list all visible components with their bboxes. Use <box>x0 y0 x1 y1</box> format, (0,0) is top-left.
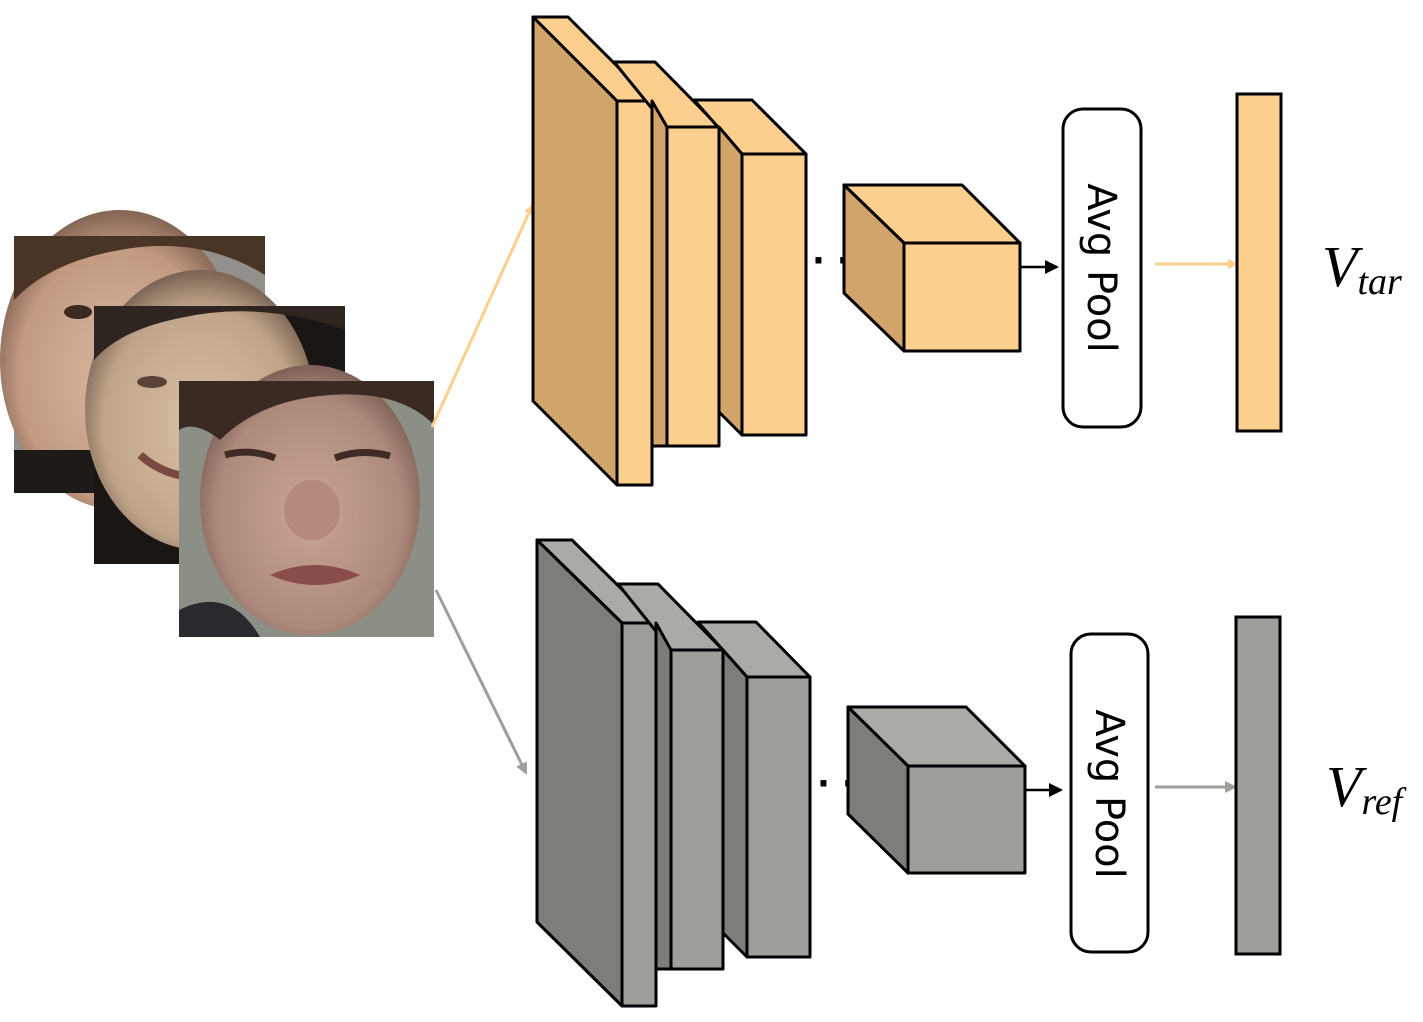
reference-feature-vector <box>1234 615 1282 956</box>
face-image-front <box>179 365 434 637</box>
face-image-middle <box>85 270 345 564</box>
reference-conv-block-2 <box>616 582 725 971</box>
target-branch-arrow <box>430 204 534 428</box>
reference-vector-label: Vref <box>1326 754 1407 823</box>
target-avg-pool-label: Avg Pool <box>1078 183 1124 353</box>
target-branch: · · · Avg Pool Vtar <box>531 15 1402 487</box>
reference-avg-pool-label: Avg Pool <box>1086 709 1132 879</box>
reference-avg-pool-box <box>1069 632 1150 954</box>
target-vector-symbol: V <box>1322 234 1364 299</box>
target-conv-block-3 <box>692 98 808 437</box>
reference-vector-subscript: ref <box>1361 781 1406 823</box>
reference-branch: · · · Avg Pool Vref <box>535 538 1407 1008</box>
target-vector-subscript: tar <box>1357 261 1402 303</box>
target-conv-block-final <box>842 183 1022 353</box>
target-conv-block-1 <box>531 15 654 487</box>
reference-conv-block-final <box>846 705 1027 875</box>
target-vector-label: Vtar <box>1322 234 1402 303</box>
reference-branch-arrow <box>434 589 528 775</box>
reference-vector-symbol: V <box>1326 754 1368 819</box>
target-conv-block-2 <box>612 60 721 448</box>
target-avg-pool-box <box>1061 107 1143 429</box>
reference-conv-block-3 <box>696 620 812 959</box>
target-feature-vector <box>1235 92 1283 433</box>
reference-conv-block-1 <box>535 538 658 1008</box>
input-face-stack <box>0 210 434 637</box>
